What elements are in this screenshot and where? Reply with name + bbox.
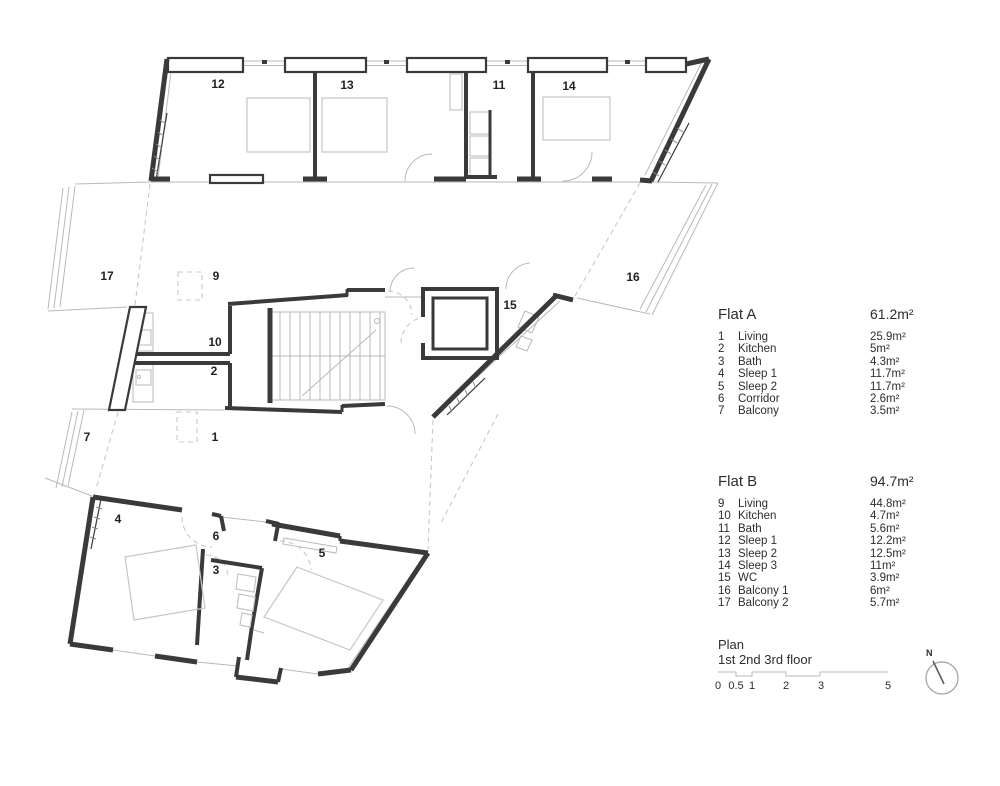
room-label-1: 1: [212, 430, 219, 444]
legend-flat-a-title: Flat A: [718, 306, 757, 323]
room-label-16: 16: [626, 270, 640, 284]
room-label-11: 11: [493, 78, 506, 92]
scale-bar-line: [718, 671, 888, 677]
room-label-3: 3: [213, 563, 220, 577]
room-label-13: 13: [340, 78, 354, 92]
furniture: [124, 96, 611, 651]
scale-label-3: 3: [817, 680, 825, 692]
scale-label-2: 2: [782, 680, 790, 692]
room-label-15: 15: [503, 298, 517, 312]
legend-flat-b-total-area: 94.7m²: [870, 473, 914, 489]
scale-label-1: 1: [748, 680, 756, 692]
room-label-14: 14: [562, 79, 576, 93]
scale-label-0.5: 0.5: [728, 680, 744, 692]
plan-title: Plan 1st 2nd 3rd floor: [718, 637, 812, 667]
north-arrow-needle: [932, 660, 945, 685]
room-label-9: 9: [213, 269, 220, 283]
legend-flat-b-title: Flat B: [718, 473, 758, 490]
north-arrow-label: N: [926, 648, 933, 658]
room-label-12: 12: [211, 77, 225, 91]
room-label-17: 17: [100, 269, 114, 283]
room-label-4: 4: [115, 512, 122, 526]
legend-flat-a-total-area: 61.2m²: [870, 306, 914, 322]
dashed-lines: [95, 182, 641, 578]
room-label-10: 10: [208, 335, 222, 349]
plan-title-line2: 1st 2nd 3rd floor: [718, 652, 812, 667]
scale-bar-labels: 0 0.5 1 2 3 5: [0, 680, 1000, 694]
room-label-7: 7: [84, 430, 91, 444]
room-label-2: 2: [211, 364, 218, 378]
room-label-6: 6: [213, 529, 220, 543]
room-label-5: 5: [319, 546, 326, 560]
scale-label-0: 0: [714, 680, 722, 692]
plan-title-line1: Plan: [718, 637, 745, 652]
walls: [67, 56, 945, 685]
north-arrow-circle: [925, 661, 959, 695]
scale-label-5: 5: [884, 680, 892, 692]
